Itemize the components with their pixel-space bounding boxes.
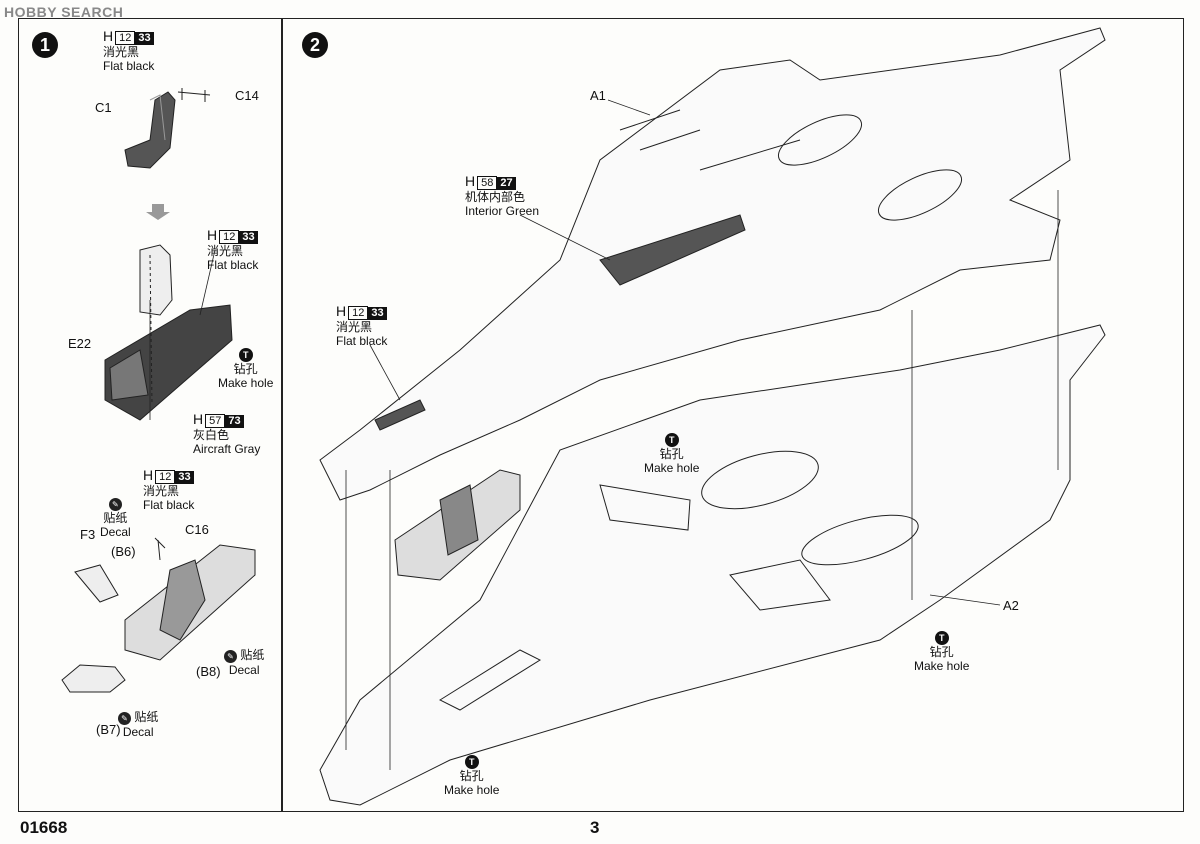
hole-label-en: Make hole bbox=[914, 659, 970, 673]
part-label-f3: F3 bbox=[80, 527, 96, 542]
cockpit-tub-lower bbox=[61, 537, 256, 693]
paint-code-dark: 33 bbox=[239, 231, 258, 244]
decal-label-en: Decal bbox=[100, 525, 131, 539]
paint-name-cn: 灰白色 bbox=[193, 428, 230, 442]
paint-brand: H bbox=[207, 227, 218, 243]
part-label-b8: (B8) bbox=[196, 664, 221, 679]
paint-name-en: Interior Green bbox=[465, 204, 540, 218]
leader-lines bbox=[199, 99, 1001, 606]
paint-code: 58 bbox=[477, 176, 498, 190]
watermark: HOBBY SEARCH bbox=[4, 4, 124, 20]
paint-code: 12 bbox=[219, 230, 240, 244]
paint-code-dark: 33 bbox=[368, 307, 387, 320]
part-label-b7: (B7) bbox=[96, 722, 121, 737]
step1-panel bbox=[18, 18, 282, 812]
make-hole-callout-3: T 钻孔 Make hole bbox=[914, 630, 969, 673]
paint-name-cn: 消光黑 bbox=[143, 484, 180, 498]
paint-code: 12 bbox=[348, 306, 369, 320]
step1-number: 1 bbox=[32, 32, 58, 58]
decal-label-en: Decal bbox=[122, 725, 154, 739]
hole-label-cn: 钻孔 bbox=[233, 362, 258, 376]
paint-code: 12 bbox=[155, 470, 176, 484]
part-label-c16: C16 bbox=[185, 522, 209, 537]
drill-icon: T bbox=[238, 348, 253, 362]
paint-name-cn: 消光黑 bbox=[103, 45, 140, 59]
paint-name-en: Aircraft Gray bbox=[193, 442, 261, 456]
cockpit-tub-e22 bbox=[104, 244, 233, 421]
hole-label-en: Make hole bbox=[644, 461, 700, 475]
paint-name-en: Flat black bbox=[207, 258, 259, 272]
ejection-seat-c1 bbox=[124, 91, 176, 169]
hole-label-cn: 钻孔 bbox=[929, 645, 954, 659]
paint-code-dark: 73 bbox=[225, 415, 244, 428]
make-hole-callout-2: T 钻孔 Make hole bbox=[644, 432, 699, 475]
paint-name-en: Flat black bbox=[336, 334, 388, 348]
decal-icon: ✎ bbox=[118, 712, 131, 725]
paint-brand: H bbox=[336, 303, 347, 319]
step2-panel bbox=[282, 18, 1184, 812]
fuselage-lower-a2 bbox=[319, 324, 1106, 806]
fuselage-upper-a1 bbox=[319, 27, 1106, 501]
paint-name-en: Flat black bbox=[103, 59, 155, 73]
step2-number: 2 bbox=[302, 32, 328, 58]
hole-label-cn: 钻孔 bbox=[659, 447, 684, 461]
hole-label-en: Make hole bbox=[218, 376, 274, 390]
paint-name-cn: 机体内部色 bbox=[465, 190, 526, 204]
paint-brand: H bbox=[103, 28, 114, 44]
drill-icon: T bbox=[464, 755, 479, 769]
hole-label-cn: 钻孔 bbox=[459, 769, 484, 783]
drill-icon: T bbox=[664, 433, 679, 447]
part-label-a1: A1 bbox=[590, 88, 606, 103]
make-hole-callout-4: T 钻孔 Make hole bbox=[444, 754, 499, 797]
decal-label-cn: 贴纸 bbox=[134, 710, 159, 724]
kit-number: 01668 bbox=[20, 818, 68, 837]
alignment-lines bbox=[149, 190, 1059, 770]
paint-brand: H bbox=[465, 173, 476, 189]
part-label-c1: C1 bbox=[95, 100, 112, 115]
drill-icon: T bbox=[934, 631, 949, 645]
part-label-b6: (B6) bbox=[111, 544, 136, 559]
page-number: 3 bbox=[590, 818, 600, 837]
part-label-e22: E22 bbox=[68, 336, 92, 351]
paint-name-cn: 消光黑 bbox=[207, 244, 244, 258]
paint-brand: H bbox=[193, 411, 204, 427]
hole-label-en: Make hole bbox=[444, 783, 500, 797]
paint-code-dark: 27 bbox=[497, 177, 516, 190]
decal-label-cn: 贴纸 bbox=[240, 648, 265, 662]
step2-cockpit-tub bbox=[394, 469, 521, 581]
decal-callout-2: ✎ 贴纸 Decal bbox=[224, 648, 264, 677]
decal-label-cn: 贴纸 bbox=[103, 511, 128, 525]
part-c14 bbox=[177, 88, 211, 102]
down-arrow-icon bbox=[146, 204, 170, 220]
paint-code-dark: 33 bbox=[175, 471, 194, 484]
paint-code: 57 bbox=[205, 414, 226, 428]
decal-label-en: Decal bbox=[228, 663, 260, 677]
decal-callout-3: ✎ 贴纸 Decal bbox=[118, 710, 158, 739]
paint-code-dark: 33 bbox=[135, 32, 154, 45]
part-label-c14: C14 bbox=[235, 88, 259, 103]
decal-callout-1: ✎ 贴纸 Decal bbox=[100, 496, 131, 539]
paint-name-cn: 消光黑 bbox=[336, 320, 373, 334]
part-label-a2: A2 bbox=[1003, 598, 1019, 613]
decal-icon: ✎ bbox=[108, 498, 122, 511]
make-hole-callout-1: T 钻孔 Make hole bbox=[218, 347, 273, 390]
paint-brand: H bbox=[143, 467, 154, 483]
paint-code: 12 bbox=[115, 31, 136, 45]
decal-icon: ✎ bbox=[224, 650, 237, 663]
paint-name-en: Flat black bbox=[143, 498, 195, 512]
